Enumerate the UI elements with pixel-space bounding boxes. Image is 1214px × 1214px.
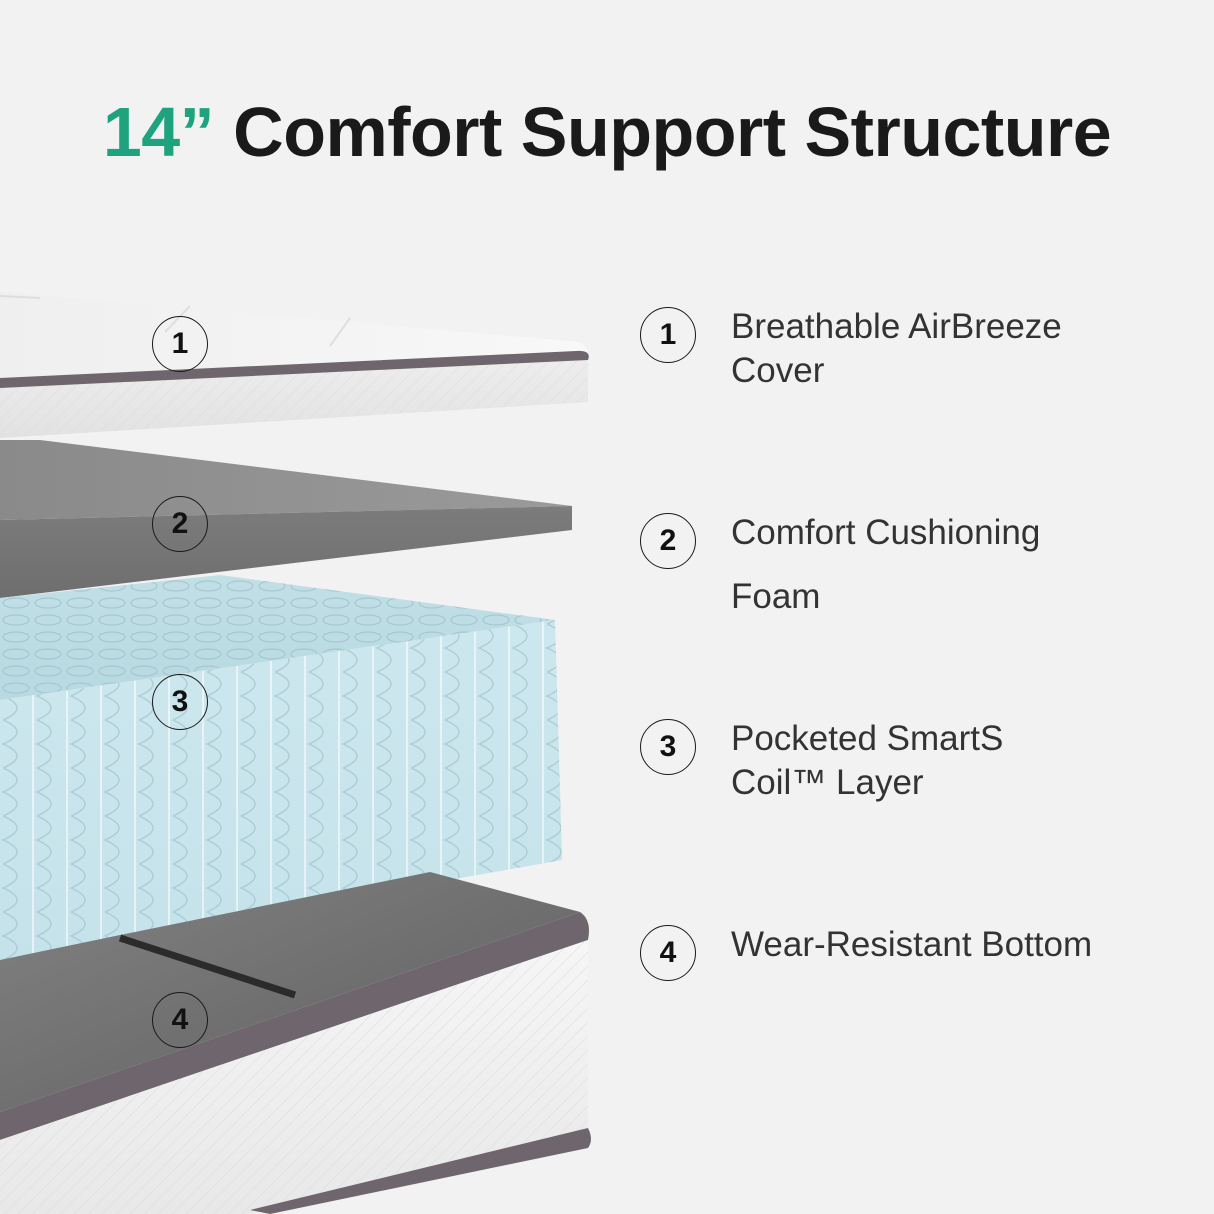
layer-cover [0,292,589,438]
legend-number-badge: 1 [640,307,696,363]
legend-label: Wear-Resistant Bottom [731,925,1093,964]
legend-number-badge: 3 [640,719,696,775]
title-accent: 14” [102,93,215,171]
layer-marker-3: 3 [152,674,208,730]
legend-number-badge: 4 [640,925,696,981]
legend-label: Pocketed SmartS Coil™ Layer [731,719,1004,802]
layer-foam [0,440,572,598]
legend-item-bottom: 4 Wear-Resistant Bottom [640,925,1092,981]
layer-marker-2: 2 [152,496,208,552]
legend-item-coils: 3 Pocketed SmartS Coil™ Layer [640,719,1003,805]
legend-label: Comfort Cushioning Foam [731,513,1041,616]
layer-marker-1: 1 [152,316,208,372]
layer-marker-4: 4 [152,992,208,1048]
legend-label: Breathable AirBreeze Cover [731,307,1062,390]
title-main: Comfort Support Structure [233,93,1112,171]
page-title: 14” Comfort Support Structure [0,92,1214,172]
legend-item-cover: 1 Breathable AirBreeze Cover [640,307,1062,393]
legend-number-badge: 2 [640,513,696,569]
layer-base [0,872,591,1214]
legend-item-foam: 2 Comfort Cushioning Foam [640,513,1040,629]
